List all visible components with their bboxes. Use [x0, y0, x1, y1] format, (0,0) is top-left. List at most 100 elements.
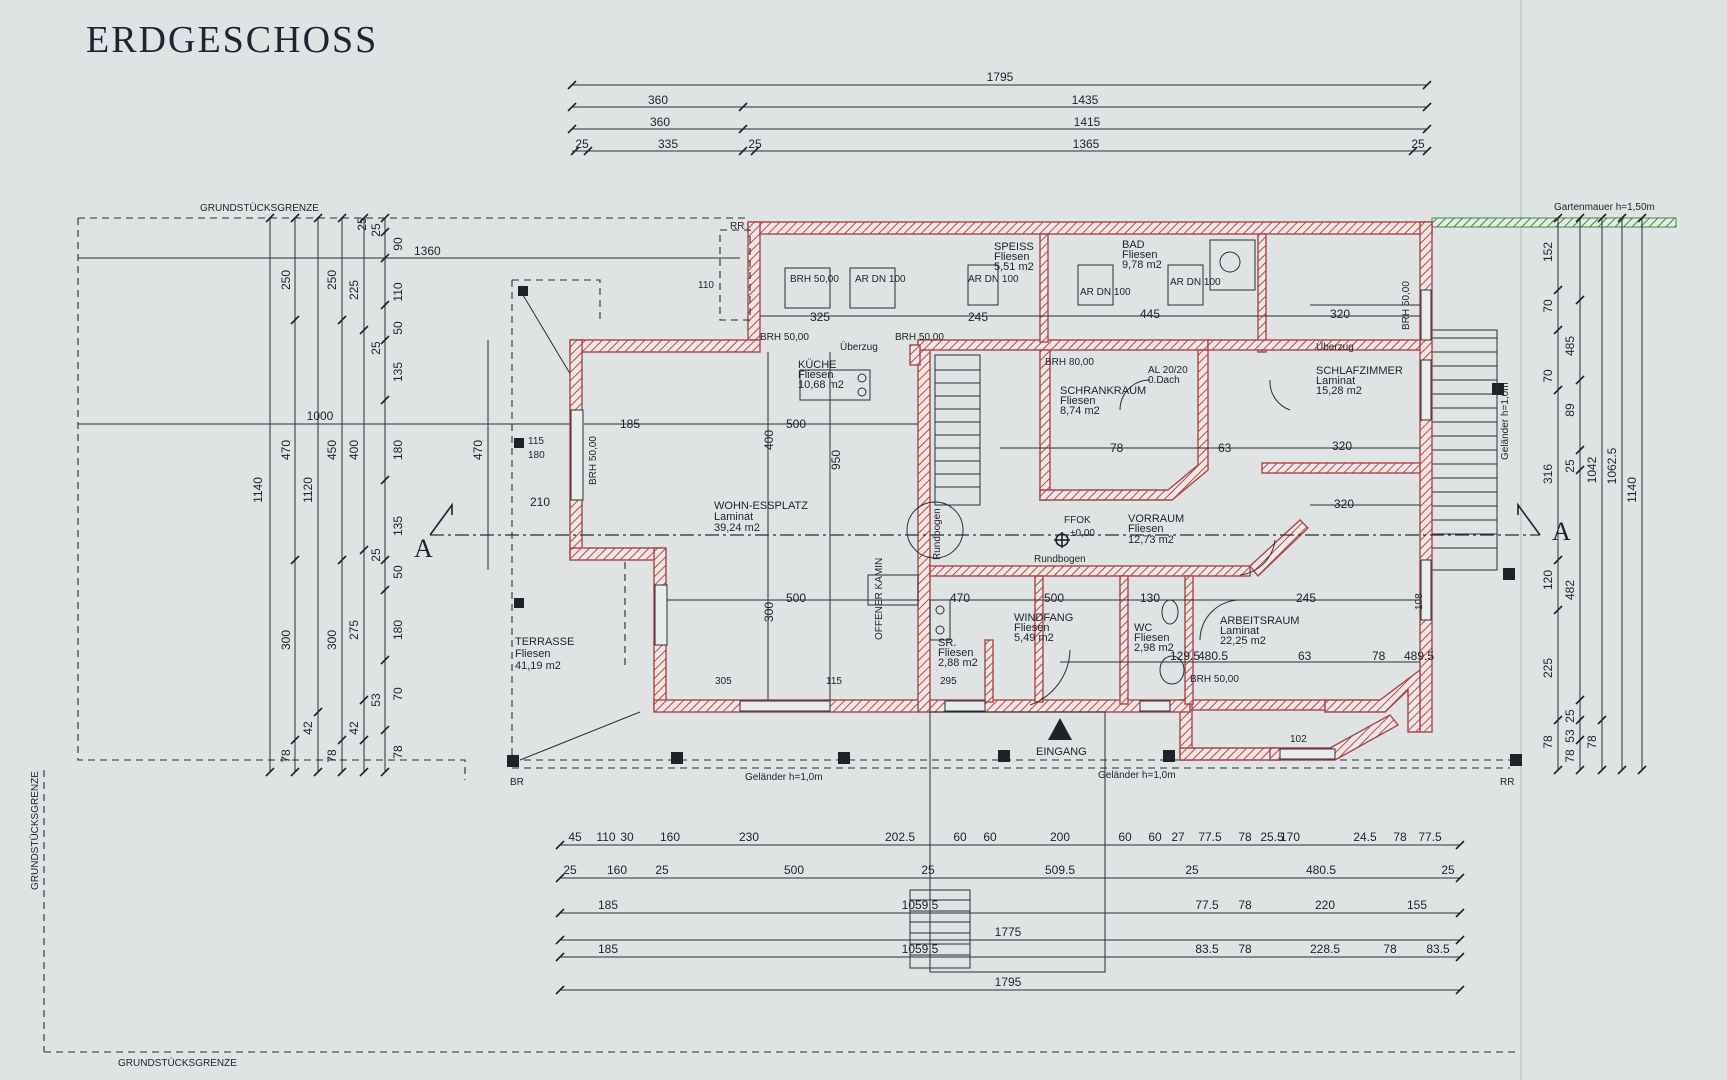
room-schrank-floor: Fliesen	[1060, 395, 1095, 407]
dim-tick	[583, 146, 593, 156]
right-dim: 316	[1541, 464, 1555, 484]
inner-dim: 245	[968, 310, 988, 324]
dim-tick	[555, 873, 565, 883]
top-dim: 360	[648, 93, 668, 107]
room-windfang-area: 5,49 m2	[1014, 632, 1054, 644]
dim-tick	[555, 935, 565, 945]
right-dim: 1042	[1585, 456, 1599, 483]
section-line-a: A A	[414, 502, 1571, 563]
inner-dim: 245	[1296, 591, 1316, 605]
dim-tick	[738, 124, 748, 134]
dim-tick	[555, 952, 565, 962]
bottom-dim: 78	[1393, 830, 1407, 844]
left-dimension-chains: 1140 250 470 300 78 1120 42 250 450 300 …	[78, 213, 740, 777]
left-dim: 135	[391, 362, 405, 382]
inner-dim: 63	[1298, 649, 1312, 663]
room-vorraum-name: VORRAUM	[1128, 513, 1184, 525]
room-vorraum-floor: Fliesen	[1128, 523, 1163, 535]
room-schrank-area: 8,74 m2	[1060, 405, 1100, 417]
right-dim: 25	[1563, 709, 1577, 723]
dff-label: AR DN 100	[968, 274, 1019, 285]
dim-tick	[290, 213, 300, 223]
dim-tick	[1575, 715, 1585, 725]
dim-tick	[337, 315, 347, 325]
terrace-dim: 210	[530, 495, 550, 509]
inner-dim: 325	[810, 310, 830, 324]
brh-label: 102	[1290, 734, 1307, 745]
dim-tick	[1408, 146, 1418, 156]
room-arbeit-name: ARBEITSRAUM	[1220, 615, 1299, 627]
dim-tick	[567, 124, 577, 134]
bottom-dim: 60	[953, 830, 967, 844]
dim-tick	[1455, 935, 1465, 945]
dim-tick	[1553, 555, 1563, 565]
railing-label-left: Geländer h=1,0m	[745, 772, 823, 783]
dim-tick	[290, 767, 300, 777]
dim-tick	[265, 767, 275, 777]
bottom-dim: 45	[568, 830, 582, 844]
terrace-dim: 180	[528, 450, 545, 461]
br-label: BR	[510, 777, 524, 788]
left-dim: 180	[391, 620, 405, 640]
room-schlaf-area: 15,28 m2	[1316, 385, 1362, 397]
inner-dim: 78	[1372, 649, 1386, 663]
top-dim: 1365	[1073, 137, 1100, 151]
al-sub-label: 0.Dach	[1148, 375, 1180, 386]
inner-dim: 300	[762, 602, 776, 622]
bottom-dim: 25	[655, 863, 669, 877]
dim-tick	[380, 213, 390, 223]
dim-tick	[1455, 952, 1465, 962]
dim-tick	[380, 555, 390, 565]
left-dim: 250	[325, 270, 339, 290]
dim-tick	[1575, 735, 1585, 745]
room-schrank-name: SCHRANKRAUM	[1060, 385, 1146, 397]
property-boundary: GRUNDSTÜCKSGRENZE GRUNDSTÜCKSGRENZE GRUN…	[29, 202, 1677, 1069]
bottom-dim: 160	[660, 830, 680, 844]
bottom-dim: 25.5	[1260, 830, 1284, 844]
dim-tick	[567, 102, 577, 112]
dim-tick	[380, 335, 390, 345]
bottom-dim: 202.5	[885, 830, 915, 844]
dim-tick	[750, 146, 760, 156]
bottom-dim: 77.5	[1198, 830, 1222, 844]
boundary-label-top: GRUNDSTÜCKSGRENZE	[200, 202, 319, 214]
bottom-dim: 110	[596, 830, 615, 844]
right-dim: 120	[1541, 570, 1555, 590]
bottom-dim: 170	[1280, 830, 1300, 844]
dff-label: BRH 50,00	[790, 274, 839, 285]
room-kueche-floor: Fliesen	[798, 369, 833, 381]
room-terrasse-floor: Fliesen	[515, 648, 550, 660]
left-dim: 275	[347, 620, 361, 640]
dim-tick	[380, 300, 390, 310]
right-dim: 1062.5	[1605, 447, 1619, 484]
inner-dim: 320	[1334, 497, 1354, 511]
bottom-dim: 1775	[995, 925, 1022, 939]
left-dim: 250	[279, 270, 293, 290]
dim-tick	[290, 555, 300, 565]
railing-label-side: Geländer h=1,0m	[1500, 382, 1511, 460]
inner-dim: 63	[1218, 441, 1232, 455]
left-dim: 300	[325, 630, 339, 650]
drawing-title: ERDGESCHOSS	[86, 19, 378, 61]
room-bad-area: 9,78 m2	[1122, 259, 1162, 271]
inner-dim: 470	[950, 591, 970, 605]
dff-label: AR DN 100	[855, 274, 906, 285]
right-dim: 25	[1563, 459, 1577, 473]
bottom-dim: 230	[739, 830, 759, 844]
bottom-dim: 160	[607, 863, 627, 877]
bottom-dim: 200	[1050, 830, 1070, 844]
top-dim: 25	[1411, 137, 1425, 151]
right-dim: 70	[1541, 299, 1555, 313]
right-dim: 78	[1563, 749, 1577, 763]
bottom-dim: 185	[598, 898, 618, 912]
entrance-stairs	[909, 711, 1106, 973]
bottom-dim: 30	[620, 830, 634, 844]
windows	[570, 289, 1432, 760]
bottom-dim: 1059.5	[902, 942, 939, 956]
ar-label: BRH 50,00	[760, 332, 809, 343]
dff-label: AR DN 100	[1170, 277, 1221, 288]
room-wohn-floor: Laminat	[714, 511, 753, 523]
dim-tick	[313, 213, 323, 223]
